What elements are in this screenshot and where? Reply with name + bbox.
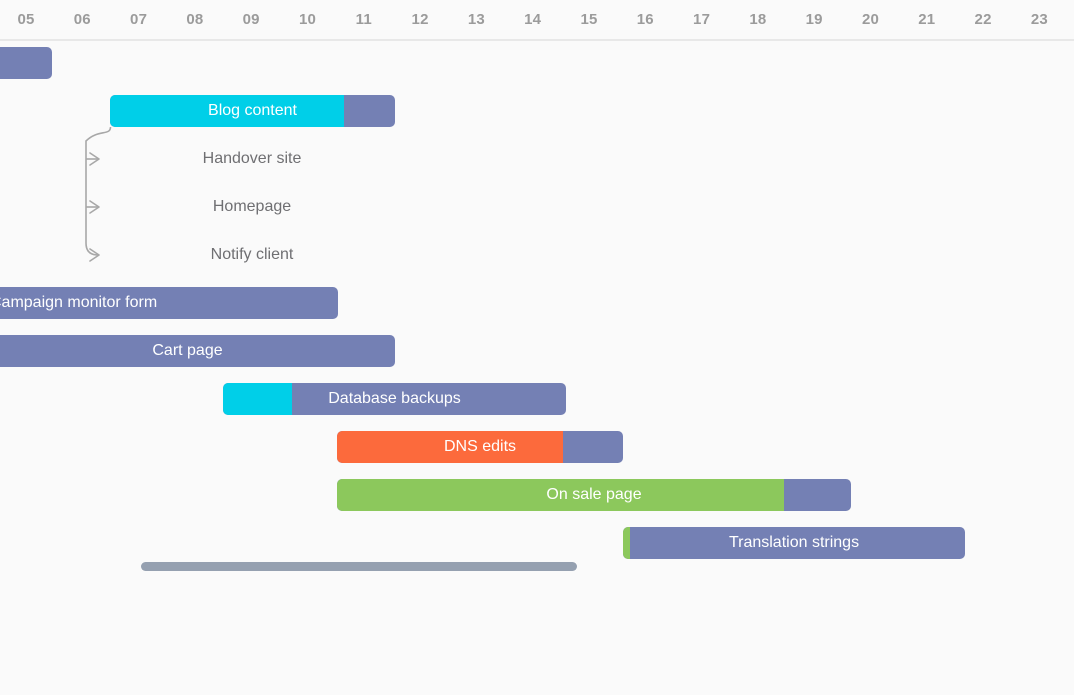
gantt-row: Translation strings <box>0 519 1074 567</box>
gantt-bar-progress <box>337 431 563 463</box>
gantt-row: Homepage <box>0 183 1074 231</box>
timeline-tick-12: 12 <box>411 11 429 28</box>
gantt-bar-progress <box>623 527 630 559</box>
timeline-tick-07: 07 <box>130 11 148 28</box>
timeline-tick-10: 10 <box>298 11 317 28</box>
gantt-row <box>0 39 1074 87</box>
timeline-tick-11: 11 <box>355 11 372 28</box>
gantt-bar-blog-content[interactable]: Blog content <box>110 95 395 127</box>
gantt-task-homepage[interactable]: Homepage <box>212 198 292 215</box>
gantt-bar-database-backups[interactable]: Database backups <box>223 383 566 415</box>
gantt-row: Notify client <box>0 231 1074 279</box>
timeline-tick-23: 23 <box>1030 11 1048 28</box>
horizontal-scrollbar-track[interactable] <box>0 556 1074 578</box>
gantt-bar-progress <box>223 383 292 415</box>
gantt-row: Blog content <box>0 87 1074 135</box>
timeline-tick-21: 21 <box>918 11 936 28</box>
timeline-tick-18: 18 <box>749 11 767 28</box>
timeline-tick-20: 20 <box>861 11 880 28</box>
gantt-bar-campaign-monitor-form[interactable]: Campaign monitor form <box>0 287 338 319</box>
timeline-tick-14: 14 <box>524 11 542 28</box>
gantt-bar-label: On sale page <box>546 486 642 503</box>
timeline-tick-19: 19 <box>805 11 823 28</box>
timeline-tick-17: 17 <box>693 11 711 28</box>
gantt-bar-dns-edits[interactable]: DNS edits <box>337 431 623 463</box>
gantt-row: Database backups <box>0 375 1074 423</box>
gantt-task-notify-client[interactable]: Notify client <box>210 246 294 263</box>
timeline-header: 05 06 07 08 09 10 11 12 13 14 15 16 17 18 19 20 21 22 23 <box>0 0 1074 41</box>
timeline-tick-15: 15 <box>580 11 598 28</box>
gantt-row: DNS edits <box>0 423 1074 471</box>
timeline-tick-13: 13 <box>467 11 485 28</box>
gantt-bar-label: Translation strings <box>728 534 860 551</box>
gantt-bar-translation-strings[interactable]: Translation strings <box>623 527 965 559</box>
gantt-task-handover-site[interactable]: Handover site <box>202 150 302 167</box>
timeline-tick-22: 22 <box>974 11 992 28</box>
gantt-row: On sale page <box>0 471 1074 519</box>
timeline-tick-09: 09 <box>242 11 260 28</box>
gantt-bar-label: Database backups <box>328 390 461 407</box>
gantt-bar-progress <box>337 479 785 511</box>
gantt-bar-progress <box>110 95 344 127</box>
gantt-bar-cart-page[interactable]: Cart page <box>0 335 395 367</box>
gantt-row: Cart page <box>0 327 1074 375</box>
horizontal-scrollbar-thumb[interactable] <box>141 562 577 571</box>
gantt-bar[interactable] <box>0 47 52 79</box>
gantt-row: Handover site <box>0 135 1074 183</box>
timeline-tick-16: 16 <box>636 11 654 28</box>
gantt-bar-on-sale-page[interactable]: On sale page <box>337 479 851 511</box>
gantt-bar-label: Campaign monitor form <box>0 294 158 311</box>
gantt-bar-label: Cart page <box>152 342 223 359</box>
timeline-tick-08: 08 <box>186 11 204 28</box>
gantt-bar-label: DNS edits <box>443 438 517 455</box>
timeline-tick-05: 05 <box>17 11 35 28</box>
gantt-bar-label: Blog content <box>208 102 297 119</box>
gantt-row: Campaign monitor form <box>0 279 1074 327</box>
timeline-tick-06: 06 <box>73 11 91 28</box>
